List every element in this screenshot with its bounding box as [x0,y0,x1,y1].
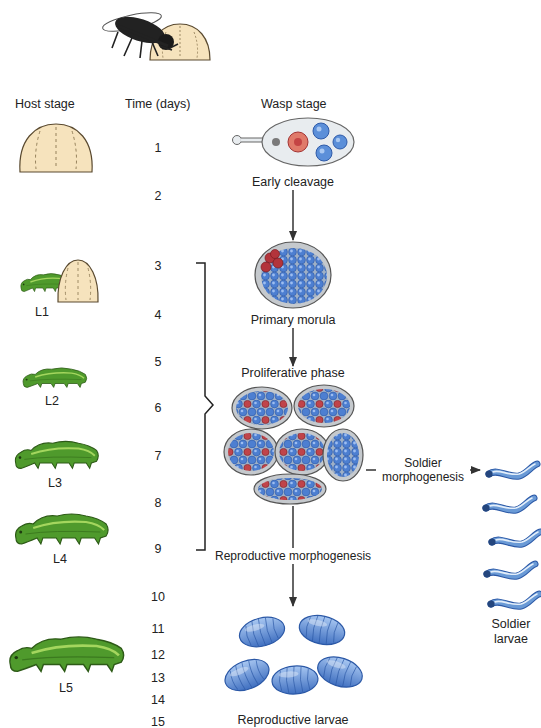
morula-stage: Primary morula [240,240,346,328]
stage-caption-group: Primary morula [240,313,346,328]
day-number: 14 [151,693,165,708]
egg-stage: Early cleavage [228,118,358,190]
stage-caption: Reproductive larvae [220,713,366,728]
day-number: 13 [151,671,165,686]
host-stage-label: L2 [45,394,59,409]
day-number: 4 [155,308,162,323]
stage-caption: Proliferative phase [220,366,366,381]
stage-caption-group: Reproductive larvae [220,713,366,728]
stage-caption: Soldier larvae [480,617,541,647]
polymorula-cluster [224,385,363,504]
day-number: 9 [155,542,162,557]
soldier-stage: Soldier larvae [480,452,541,647]
reproductive-stage: Reproductive larvae [220,606,366,728]
day-number: 11 [152,622,165,637]
transition-label: Soldier morphogenesis [376,455,470,485]
day-number: 6 [155,401,162,416]
host-larva-l3 [15,441,98,468]
day-number: 1 [155,141,162,156]
host-stage-label: L3 [48,476,62,491]
proliferation-bracket [196,263,213,550]
day-number: 10 [151,590,165,605]
fly-on-egg [101,9,210,60]
primary-morula [255,242,331,308]
transition-label: Reproductive morphogenesis [213,548,373,564]
day-number: 7 [155,449,162,464]
stage-caption-group: Proliferative phase [220,366,366,381]
proliferative-stage: Proliferative phase [220,366,366,506]
host-stage-label: L1 [35,305,49,320]
column-header: Wasp stage [261,97,327,112]
stage-caption-group: Soldier larvae [480,617,541,647]
host-larva-l4 [16,514,109,544]
stage-caption: Early cleavage [228,175,358,190]
stage-caption: Primary morula [240,313,346,328]
host-larva-l1 [21,260,98,302]
column-header: Time (days) [125,97,191,112]
day-number: 5 [155,355,162,370]
day-number: 8 [155,496,162,511]
host-egg [20,124,92,172]
host-stage-label: L5 [59,681,73,696]
host-stage-label: L4 [53,552,67,567]
flow-arrow [292,190,294,240]
host-larva-l2 [23,368,87,388]
host-larva-l5 [10,637,124,672]
day-number: 15 [151,715,165,728]
day-number: 12 [151,648,165,663]
stage-caption-group: Early cleavage [228,175,358,190]
reproductive-larvae [220,612,366,697]
flow-arrow [292,328,294,366]
column-header: Host stage [15,97,75,112]
soldier-larvae [482,464,540,608]
wasp-egg [233,118,355,166]
day-number: 3 [155,259,162,274]
day-number: 2 [155,189,162,204]
